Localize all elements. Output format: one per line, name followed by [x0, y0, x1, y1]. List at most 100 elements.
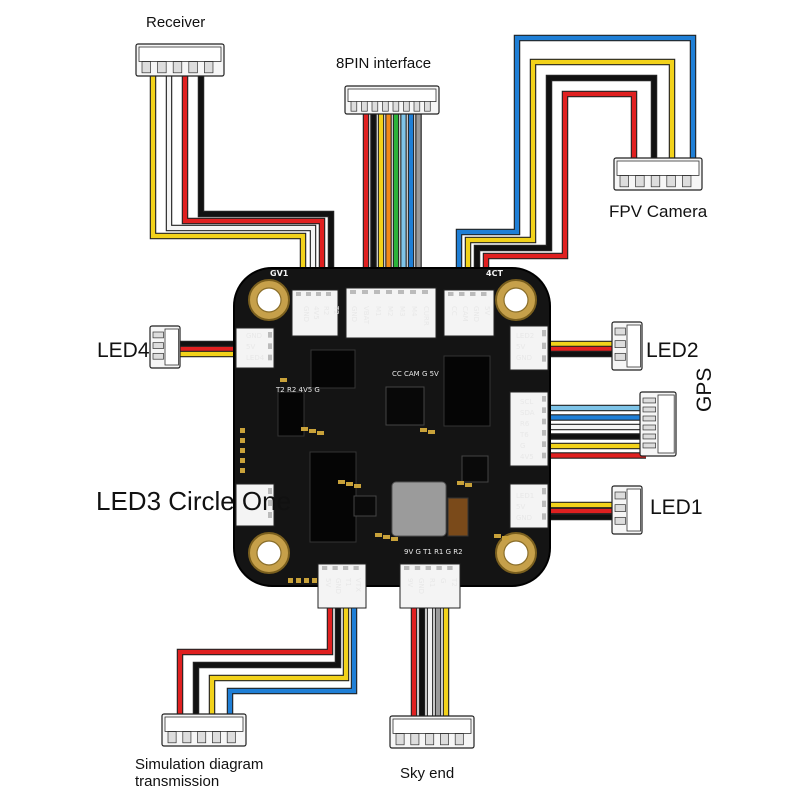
led1-socket-pin: [542, 488, 546, 495]
vtx-pad-label: 5V: [324, 578, 332, 587]
led1-pad-label: 5V: [516, 503, 525, 511]
gps-socket: [509, 391, 549, 467]
sky-socket-pin: [447, 566, 453, 570]
led4-socket-pin: [268, 332, 272, 338]
bottom-pad: [296, 578, 301, 583]
receiver-connector-pin: [172, 61, 183, 74]
pin8-connector-pin: [350, 101, 358, 112]
receiver-socket-pin: [296, 292, 301, 296]
camera-connector-pin: [619, 175, 629, 188]
gps-connector-pin: [642, 433, 656, 440]
led2-socket: [509, 325, 549, 371]
simulation-connector-pin: [197, 731, 207, 744]
led2-socket-pin: [542, 342, 546, 349]
led2-pad-label: LED2: [516, 332, 534, 340]
camera-wire-0: [456, 35, 696, 292]
camera-pad-label: 5V: [483, 306, 491, 315]
smd-component: [420, 428, 427, 432]
camera-socket-pin: [448, 292, 454, 296]
receiver-pad-label: R2: [322, 306, 330, 315]
led3-socket-pin: [268, 500, 272, 506]
mounting-hole: [503, 540, 529, 566]
sky-pad-label: G: [439, 578, 447, 583]
led2-socket-pin: [542, 330, 546, 337]
gps-pad-label: G: [520, 442, 525, 450]
pin8-pad-label: M1: [374, 306, 382, 317]
receiver-socket-pin: [326, 292, 331, 296]
pin8-connector-pin: [424, 101, 431, 112]
smd-component: [338, 480, 345, 484]
gps-pad-label: SCL: [520, 398, 533, 406]
gps-pad-label: T6: [519, 431, 529, 439]
smd-component: [383, 535, 390, 539]
gps-connector-pin: [642, 424, 656, 431]
led4-pad-label: LED4: [246, 354, 265, 362]
pin8-connector-lip: [347, 88, 437, 103]
simulation-connector: [161, 713, 247, 747]
gps-socket-pin: [542, 452, 546, 459]
led3-label: LED3 Circle One: [96, 486, 292, 516]
led2-connector-pin: [614, 340, 626, 348]
led1-connector-lip: [626, 488, 641, 532]
bottom-pad: [288, 578, 293, 583]
receiver-wire-0-outline: [149, 75, 307, 292]
sim-wire-1-outline: [192, 598, 342, 720]
smd-component: [494, 534, 501, 538]
led1-connector-pin: [614, 504, 626, 512]
bottom-pad: [304, 578, 309, 583]
receiver-wire-2: [182, 75, 325, 292]
pin8-socket-pin: [350, 290, 356, 294]
camera-pad-label: CAM: [461, 306, 469, 322]
sim-wire-2: [209, 598, 349, 720]
led4-pad-label: GND: [246, 332, 262, 340]
pin8-socket-pin: [386, 290, 392, 294]
receiver-wire-3: [198, 75, 334, 292]
pin8-socket-pin: [398, 290, 404, 294]
sky-socket: [399, 563, 461, 609]
vtx-socket-pin: [343, 566, 349, 570]
sky-connector-pin: [425, 733, 435, 746]
sim-wire-0-outline: [176, 598, 334, 720]
fpv-camera-label: FPV Camera: [609, 202, 708, 221]
pin8-pad-label: CURR: [422, 306, 430, 326]
led2-connector: [611, 321, 643, 371]
led2-pad-label: GND: [516, 354, 532, 362]
camera-connector-pin: [666, 175, 676, 188]
smd-component: [301, 427, 308, 431]
bottom-pad: [312, 578, 317, 583]
receiver-connector-pin: [188, 61, 198, 74]
camera-connector-pin: [682, 175, 692, 188]
led4-connector-pin: [152, 352, 164, 360]
receiver-wire-0: [150, 75, 306, 292]
led2-socket-pin: [542, 355, 546, 362]
smd-component: [309, 429, 316, 433]
led3-socket-pin: [268, 512, 272, 518]
gps-socket-pin: [542, 441, 546, 447]
led4-connector: [149, 325, 181, 369]
silk-text-mid: CC CAM G 5V: [392, 370, 439, 378]
left-pad: [240, 468, 245, 473]
sky-connector-lip: [392, 718, 472, 734]
silk-text-bottom: 9V G T1 R1 G R2: [404, 548, 463, 556]
capacitor: [447, 497, 469, 537]
receiver-socket: [291, 289, 339, 337]
simulation-connector-lip: [164, 716, 244, 732]
led1-socket: [509, 483, 549, 529]
left-pad: [240, 458, 245, 463]
sky-end-label: Sky end: [400, 765, 455, 782]
corner-label-4ct: 4CT: [486, 269, 503, 278]
sky-pad-label: R1: [428, 578, 436, 587]
sky-pad-label: 9V: [406, 578, 414, 587]
led1-pad-label: LED1: [516, 492, 534, 500]
vtx-pad-label: GND: [334, 578, 342, 594]
receiver-socket-pin: [306, 292, 311, 296]
led1-connector-pin: [614, 516, 626, 525]
gps-label: GPS: [693, 367, 716, 412]
simulation-connector-pin: [226, 731, 236, 744]
simulation-connector-pin: [167, 731, 177, 744]
smd-component: [502, 536, 509, 540]
pin8-connector-pin: [361, 101, 368, 112]
camera-socket-pin: [470, 292, 476, 296]
smd-component: [375, 533, 382, 537]
